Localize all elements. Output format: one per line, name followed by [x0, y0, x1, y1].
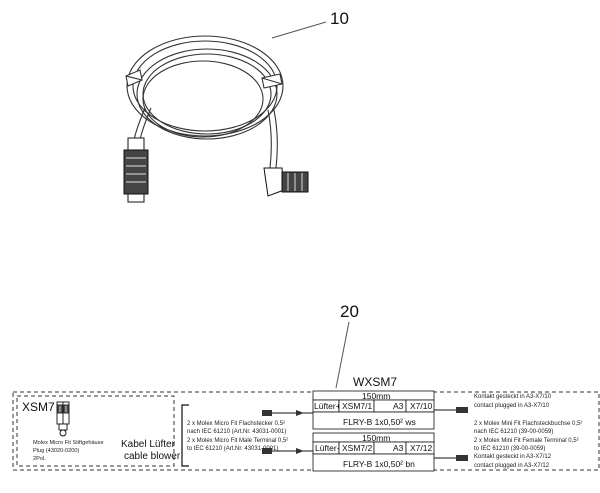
wire-2-type-cell — [312, 453, 435, 472]
straight-connector-illustration — [123, 137, 149, 203]
callout-10: 10 — [330, 9, 349, 28]
harness-designation: WXSM7 — [353, 375, 397, 389]
wire-2-from: XSM7/2 — [342, 443, 373, 453]
coiled-cable-illustration — [125, 35, 284, 169]
wire-2-device: A3 — [393, 443, 404, 453]
wire-2-contact-note-1: Kontakt gesteckt in A3-X7/12 — [474, 454, 552, 460]
wire-row-2: 150mm Lüfter- XSM7/2 A3 X7/12 FLRY-B 1x0… — [262, 432, 468, 472]
cable-name-en: cable blower — [124, 451, 181, 462]
terminal-bracket — [181, 404, 189, 467]
wire-1-type-cell — [312, 411, 435, 430]
connector-id: XSM7 — [22, 400, 55, 414]
wire-1-contact-note-1: Kontakt gesteckt in A3-X7/10 — [474, 394, 552, 400]
wire-1-pin: X7/10 — [410, 401, 432, 411]
wire-row-1: 150mm Lüfter+ XSM7/1 A3 X7/10 FLRY-B 1x0… — [262, 390, 468, 430]
wire-2-pin: X7/12 — [410, 443, 432, 453]
callout-10-leader — [271, 21, 327, 39]
callout-20: 20 — [340, 302, 359, 321]
left-terminal-note-2: nach IEC 61210 (Art.Nr. 43031-0001) — [187, 429, 286, 435]
wire-2-cable-type: FLRY-B 1x0,50² bn — [343, 459, 415, 469]
connector-desc-line-2: Plug (43020-0200) — [33, 448, 79, 454]
wire-1-length: 150mm — [362, 391, 390, 401]
harness-frame — [12, 391, 600, 471]
wire-2-contact-note-2: contact plugged in A3-X7/12 — [474, 463, 550, 469]
left-terminal-note-1: 2 x Molex Micro Fit Flachstecker 0,5² — [187, 421, 285, 427]
angled-connector-illustration — [263, 167, 309, 197]
connector-box — [16, 395, 175, 467]
wire-1-device: A3 — [393, 401, 404, 411]
connector-plug-symbol — [56, 401, 70, 437]
right-terminal-note-2: nach IEC 61210 (39-00-0059) — [474, 429, 553, 435]
right-terminal-note-1: 2 x Molex Mini Fit Flachsteckbuchse 0,5² — [474, 421, 582, 427]
right-terminal-note-4: to IEC 61210 (39-00-0059) — [474, 446, 545, 452]
left-terminal-note-3: 2 x Molex Micro Fit Male Terminal 0,5² — [187, 438, 288, 444]
right-terminal-note-3: 2 x Molex Mini Fit Female Terminal 0,5² — [474, 438, 579, 444]
wire-1-signal: Lüfter+ — [314, 401, 341, 411]
wire-1-contact-note-2: contact plugged in A3-X7/10 — [474, 403, 550, 409]
callout-20-leader — [335, 321, 350, 389]
wire-1-cable-type: FLRY-B 1x0,50² ws — [343, 417, 416, 427]
wire-1-from: XSM7/1 — [342, 401, 373, 411]
connector-desc-line-3: 2Pol. — [33, 456, 46, 462]
connector-desc-line-1: Molex Micro Fit Stiftgehäuse — [33, 440, 104, 446]
wire-2-signal: Lüfter- — [315, 443, 340, 453]
wire-2-length: 150mm — [362, 433, 390, 443]
left-terminal-note-4: to IEC 61210 (Art.Nr. 43031-0001) — [187, 446, 278, 452]
cable-name-de: Kabel Lüfter — [121, 439, 176, 450]
